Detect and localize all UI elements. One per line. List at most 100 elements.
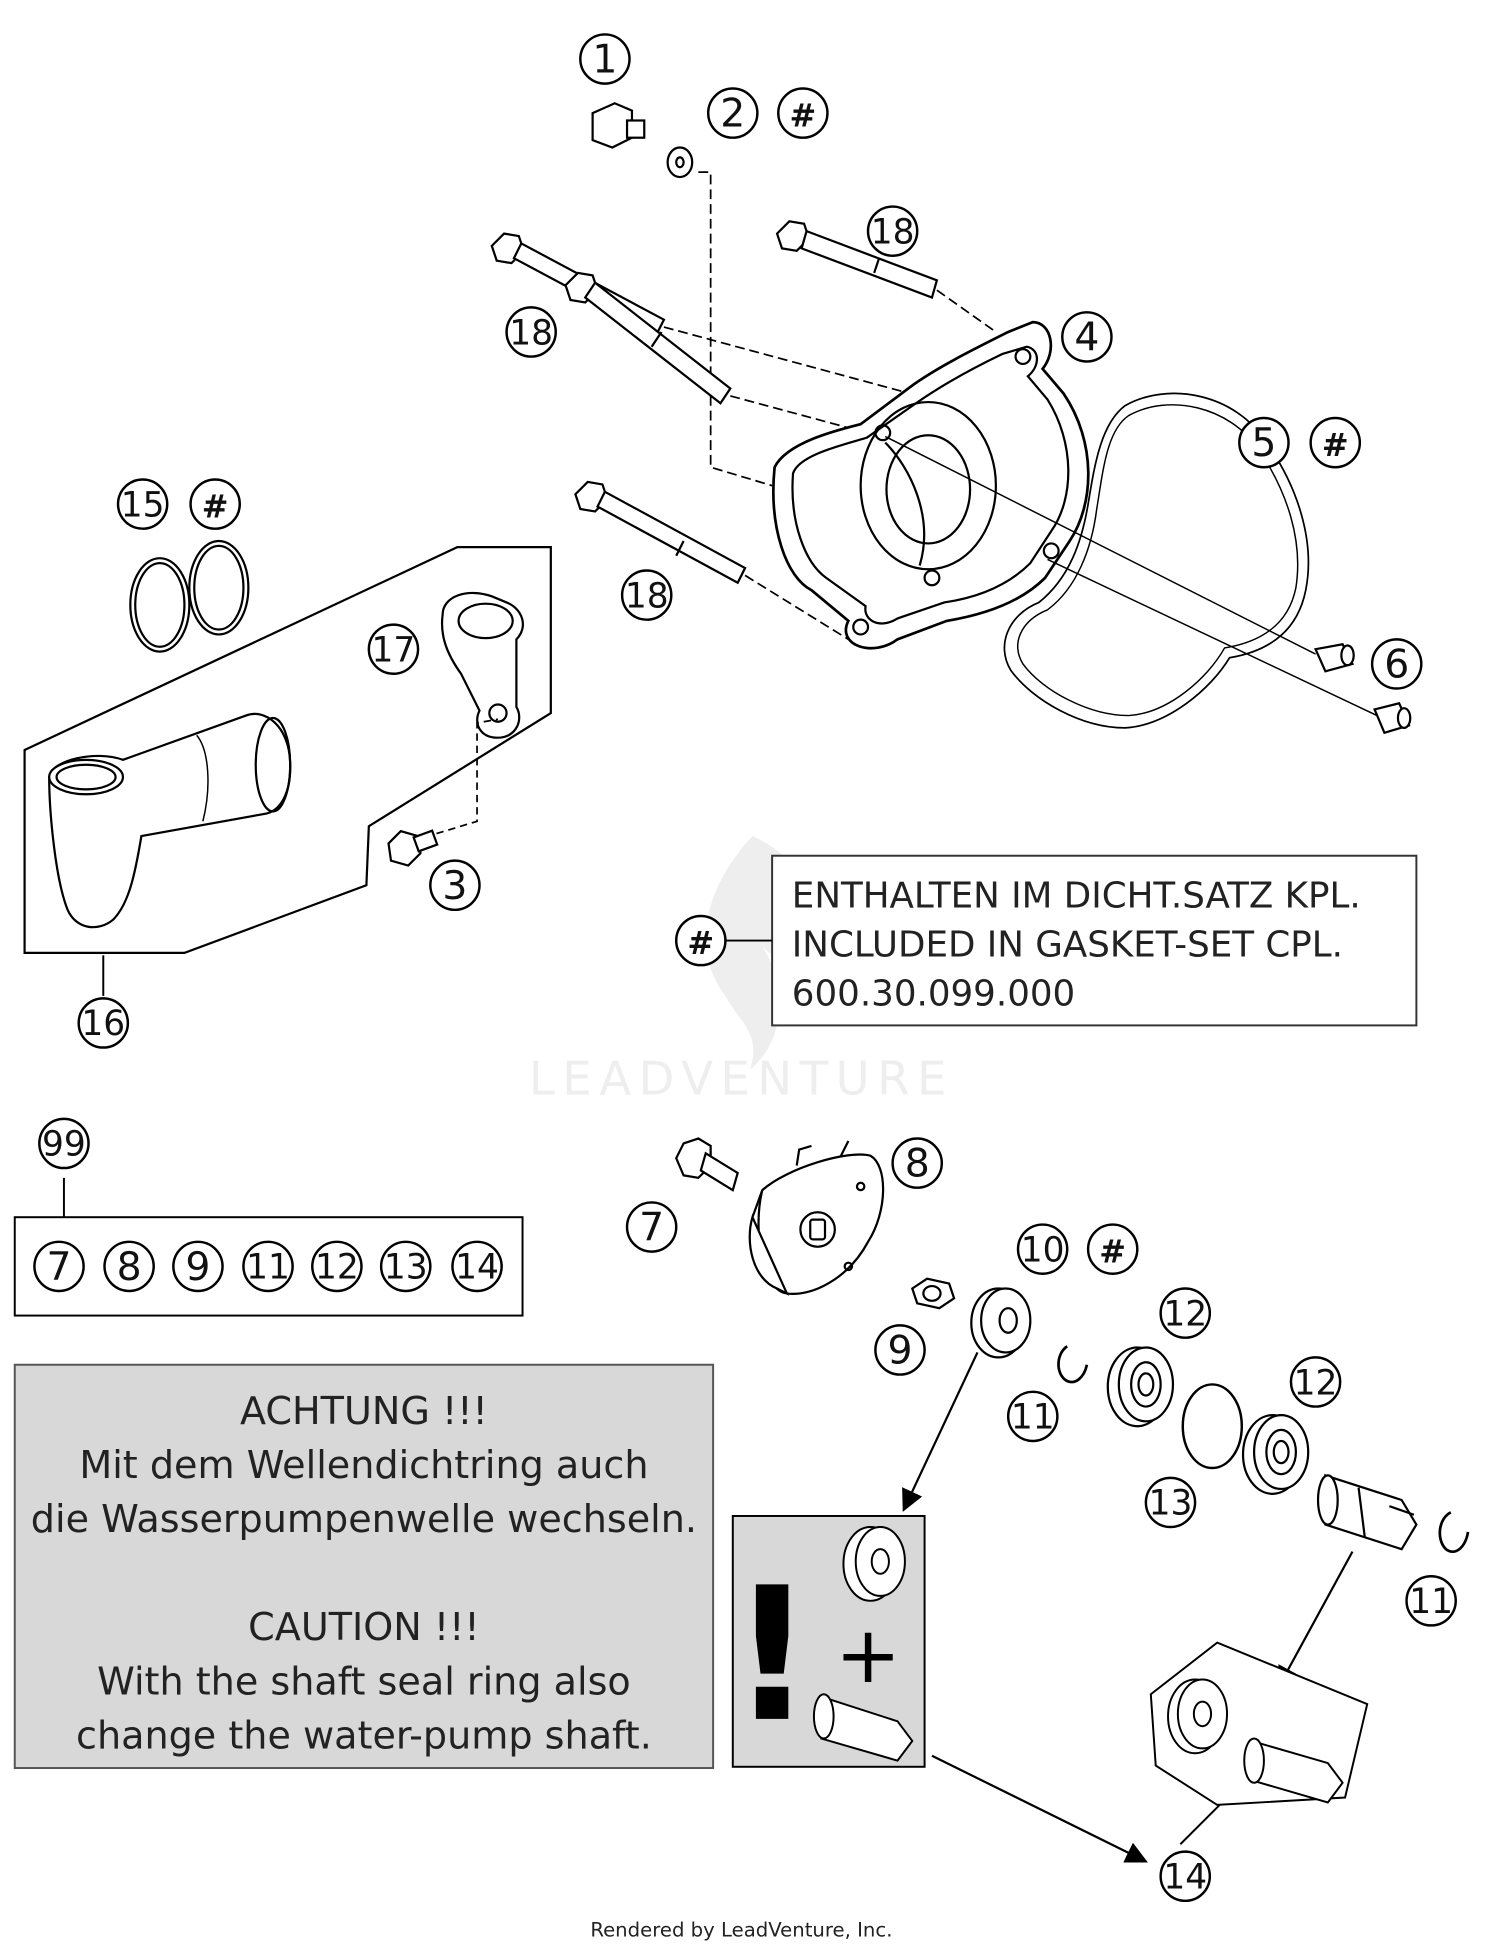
callout-label: 18	[871, 212, 915, 252]
callout-label: 4	[1074, 314, 1099, 360]
pump-cover-assembly	[490, 102, 1412, 735]
callout-circle	[891, 1137, 944, 1189]
callout-k9: 9	[172, 1240, 224, 1293]
callout-label: #	[1099, 1233, 1126, 1271]
callout-circle	[1238, 416, 1290, 469]
callout-c18a: 18	[866, 205, 919, 257]
callout-label: 12	[1163, 1294, 1207, 1334]
callout-k7: 7	[33, 1240, 85, 1293]
callout-circle	[189, 478, 241, 530]
callout-label: 13	[384, 1248, 428, 1288]
callout-label: 1	[592, 37, 617, 83]
callout-circle	[1309, 416, 1362, 469]
callout-label: 11	[1011, 1398, 1055, 1438]
water-elbow-16	[48, 712, 292, 929]
callout-c14: 14	[1159, 1850, 1212, 1903]
callout-label: 11	[246, 1248, 290, 1288]
callout-circle	[1016, 1223, 1069, 1275]
callout-circle	[1289, 1356, 1342, 1408]
gasket-note-line1: ENTHALTEN IM DICHT.SATZ KPL.	[792, 875, 1361, 916]
callout-c11b: 11	[1405, 1574, 1457, 1627]
callout-label: 15	[121, 485, 165, 525]
callout-label: 14	[455, 1248, 499, 1288]
callout-circle	[103, 1240, 155, 1293]
watermark-text: LEADVENTURE	[529, 1052, 954, 1106]
callout-c18b: 18	[505, 306, 557, 358]
callout-circle	[1405, 1574, 1457, 1627]
callout-circle	[777, 87, 829, 139]
callout-label: 9	[185, 1244, 210, 1290]
exclamation-symbol: !	[730, 1549, 814, 1763]
callout-circle	[674, 914, 727, 967]
callout-label: 2	[720, 91, 745, 137]
callout-label: 99	[42, 1125, 86, 1165]
callout-c8: 8	[891, 1137, 944, 1189]
callout-c18c: 18	[620, 569, 673, 621]
caution-de-line1: Mit dem Wellendichtring auch	[79, 1443, 648, 1487]
callout-k13: 13	[379, 1240, 432, 1293]
callout-circle	[311, 1240, 363, 1293]
callout-c15: 15	[116, 478, 169, 530]
callout-label: 7	[47, 1244, 72, 1290]
callout-label: 17	[372, 630, 416, 670]
callout-c5h: #	[1309, 416, 1362, 469]
callout-label: 18	[509, 313, 553, 353]
callout-circle	[1006, 1390, 1059, 1443]
callout-label: 8	[117, 1244, 142, 1290]
callout-c2: 2	[706, 87, 759, 139]
caution-de-title: ACHTUNG !!!	[240, 1389, 488, 1433]
callout-label: 14	[1163, 1858, 1207, 1898]
callout-label: 6	[1384, 641, 1409, 687]
callout-circle	[1370, 638, 1423, 690]
callout-c11a: 11	[1006, 1390, 1059, 1443]
callout-c10h: #	[1086, 1223, 1139, 1275]
callout-circle	[620, 569, 673, 621]
bolt-18-middle	[564, 271, 732, 405]
caution-de-line2: die Wasserpumpenwelle wechseln.	[31, 1497, 697, 1541]
callout-circle	[77, 997, 130, 1049]
warning-box: ! +	[730, 1514, 926, 1768]
callout-k12: 12	[311, 1240, 363, 1293]
callout-c1: 1	[579, 33, 631, 85]
callout-c4: 4	[1061, 311, 1113, 363]
callout-label: 5	[1251, 420, 1276, 466]
impeller-shaft-assembly	[675, 1137, 1470, 1863]
kit-outline-16	[23, 546, 552, 954]
callout-c12a: 12	[1159, 1287, 1212, 1339]
callout-circle	[242, 1240, 294, 1293]
callout-label: 12	[1294, 1363, 1338, 1403]
callout-circle	[1061, 311, 1113, 363]
callout-label: #	[687, 924, 714, 962]
callout-c3: 3	[429, 859, 481, 912]
callout-c99: 99	[38, 1117, 90, 1170]
caution-en-line2: change the water-pump shaft.	[76, 1713, 652, 1757]
gasket-note-line2: INCLUDED IN GASKET-SET CPL.	[792, 925, 1343, 966]
callout-c6: 6	[1370, 638, 1423, 690]
gasket-note-line3: 600.30.099.000	[792, 974, 1075, 1015]
callout-circle	[367, 623, 420, 675]
caution-en-title: CAUTION !!!	[248, 1605, 480, 1649]
callout-c17: 17	[367, 623, 420, 675]
water-pump-shaft	[1316, 1473, 1418, 1551]
callout-circle	[579, 33, 631, 85]
callout-c12b: 12	[1289, 1356, 1342, 1408]
callout-label: #	[789, 97, 816, 135]
impeller-8	[748, 1140, 885, 1296]
callout-circle	[866, 205, 919, 257]
elbow-assembly	[23, 539, 552, 996]
caution-note: ACHTUNG !!! Mit dem Wellendichtring auch…	[13, 1363, 715, 1770]
callout-label: 16	[81, 1004, 125, 1044]
callout-circle	[1159, 1850, 1212, 1903]
callout-label: 12	[315, 1248, 359, 1288]
callout-label: 18	[625, 576, 669, 616]
plus-symbol: +	[835, 1609, 901, 1701]
callout-c13: 13	[1144, 1476, 1197, 1529]
callout-chash: #	[674, 914, 727, 967]
callout-circle	[625, 1201, 678, 1253]
callout-c9: 9	[874, 1324, 926, 1376]
kit-14-box	[1149, 1641, 1369, 1806]
callout-label: 8	[905, 1141, 930, 1187]
callout-c10: 10	[1016, 1223, 1069, 1275]
